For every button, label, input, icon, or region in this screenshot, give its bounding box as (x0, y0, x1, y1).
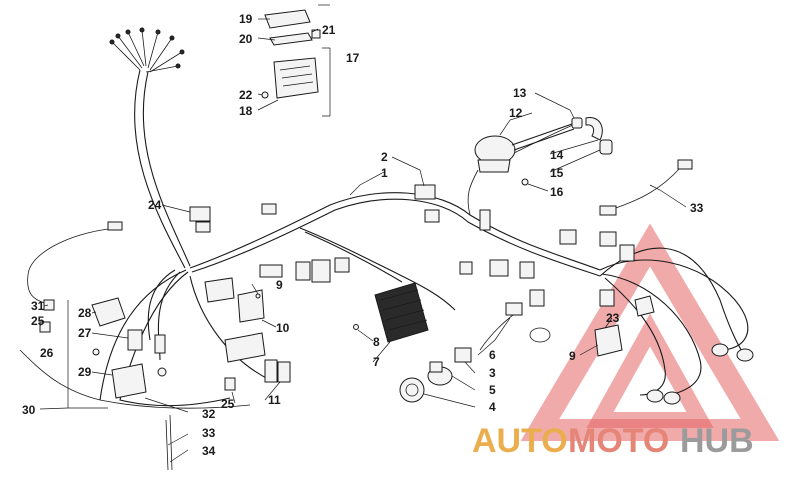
callout-15: 15 (550, 166, 564, 180)
callout-7: 7 (373, 355, 380, 369)
callout-6: 6 (489, 348, 496, 362)
callout-9-right: 9 (569, 349, 576, 363)
callout-12: 12 (509, 106, 523, 120)
callout-1: 1 (381, 166, 388, 180)
callout-4: 4 (489, 400, 496, 414)
watermark-hub-text: HUB (680, 422, 754, 460)
callout-labels: 19 21 20 17 22 18 13 12 14 15 16 2 1 33 … (22, 12, 704, 458)
callout-27: 27 (78, 326, 92, 340)
switch-28 (91, 297, 126, 327)
fuse-box-group (261, 4, 331, 117)
watermark-moto-text: MOTO (568, 422, 669, 460)
callout-18: 18 (239, 104, 253, 118)
callout-30: 30 (22, 403, 36, 417)
callout-2: 2 (381, 150, 388, 164)
callout-20: 20 (239, 32, 253, 46)
callout-25: 25 (31, 314, 45, 328)
connector-33-upper (599, 205, 617, 216)
callout-31: 31 (31, 299, 45, 313)
callout-28: 28 (78, 306, 92, 320)
watermark-triangle-outer (520, 223, 780, 441)
callout-34: 34 (202, 444, 216, 458)
callout-9: 9 (276, 278, 283, 292)
ignition-coil (474, 117, 613, 186)
callout-24: 24 (148, 198, 162, 212)
callout-29: 29 (78, 365, 92, 379)
callout-23: 23 (606, 311, 620, 325)
callout-3: 3 (489, 366, 496, 380)
callout-32: 32 (202, 407, 216, 421)
callout-13: 13 (513, 86, 527, 100)
watermark-auto-text: AUTO (472, 422, 568, 460)
callout-17: 17 (346, 51, 360, 65)
leader-lines (39, 18, 687, 463)
callout-10: 10 (276, 321, 290, 335)
callout-11: 11 (268, 393, 281, 407)
connector-left-upper (107, 221, 123, 231)
handlebar-wire-ends (109, 27, 185, 73)
main-harness-drawing (19, 27, 749, 409)
voltage-regulator (353, 282, 429, 343)
callout-33-upper: 33 (690, 201, 704, 215)
watermark-logo: AUTO MOTO HUB (472, 223, 780, 460)
connector-2 (414, 184, 436, 200)
callout-21: 21 (322, 23, 336, 37)
connector-2-left (261, 203, 277, 215)
components-drawing (39, 4, 754, 471)
connector-24 (189, 206, 211, 222)
callout-14: 14 (550, 148, 564, 162)
lamp-sockets (399, 347, 472, 403)
callout-22: 22 (239, 88, 253, 102)
callout-5: 5 (489, 383, 496, 397)
callout-33: 33 (202, 426, 216, 440)
callout-8: 8 (373, 335, 380, 349)
callout-19: 19 (239, 12, 253, 26)
callout-25-lower: 25 (221, 397, 235, 411)
watermark-triangle-inner (586, 313, 714, 428)
callout-16: 16 (550, 185, 564, 199)
callout-26: 26 (40, 346, 54, 360)
